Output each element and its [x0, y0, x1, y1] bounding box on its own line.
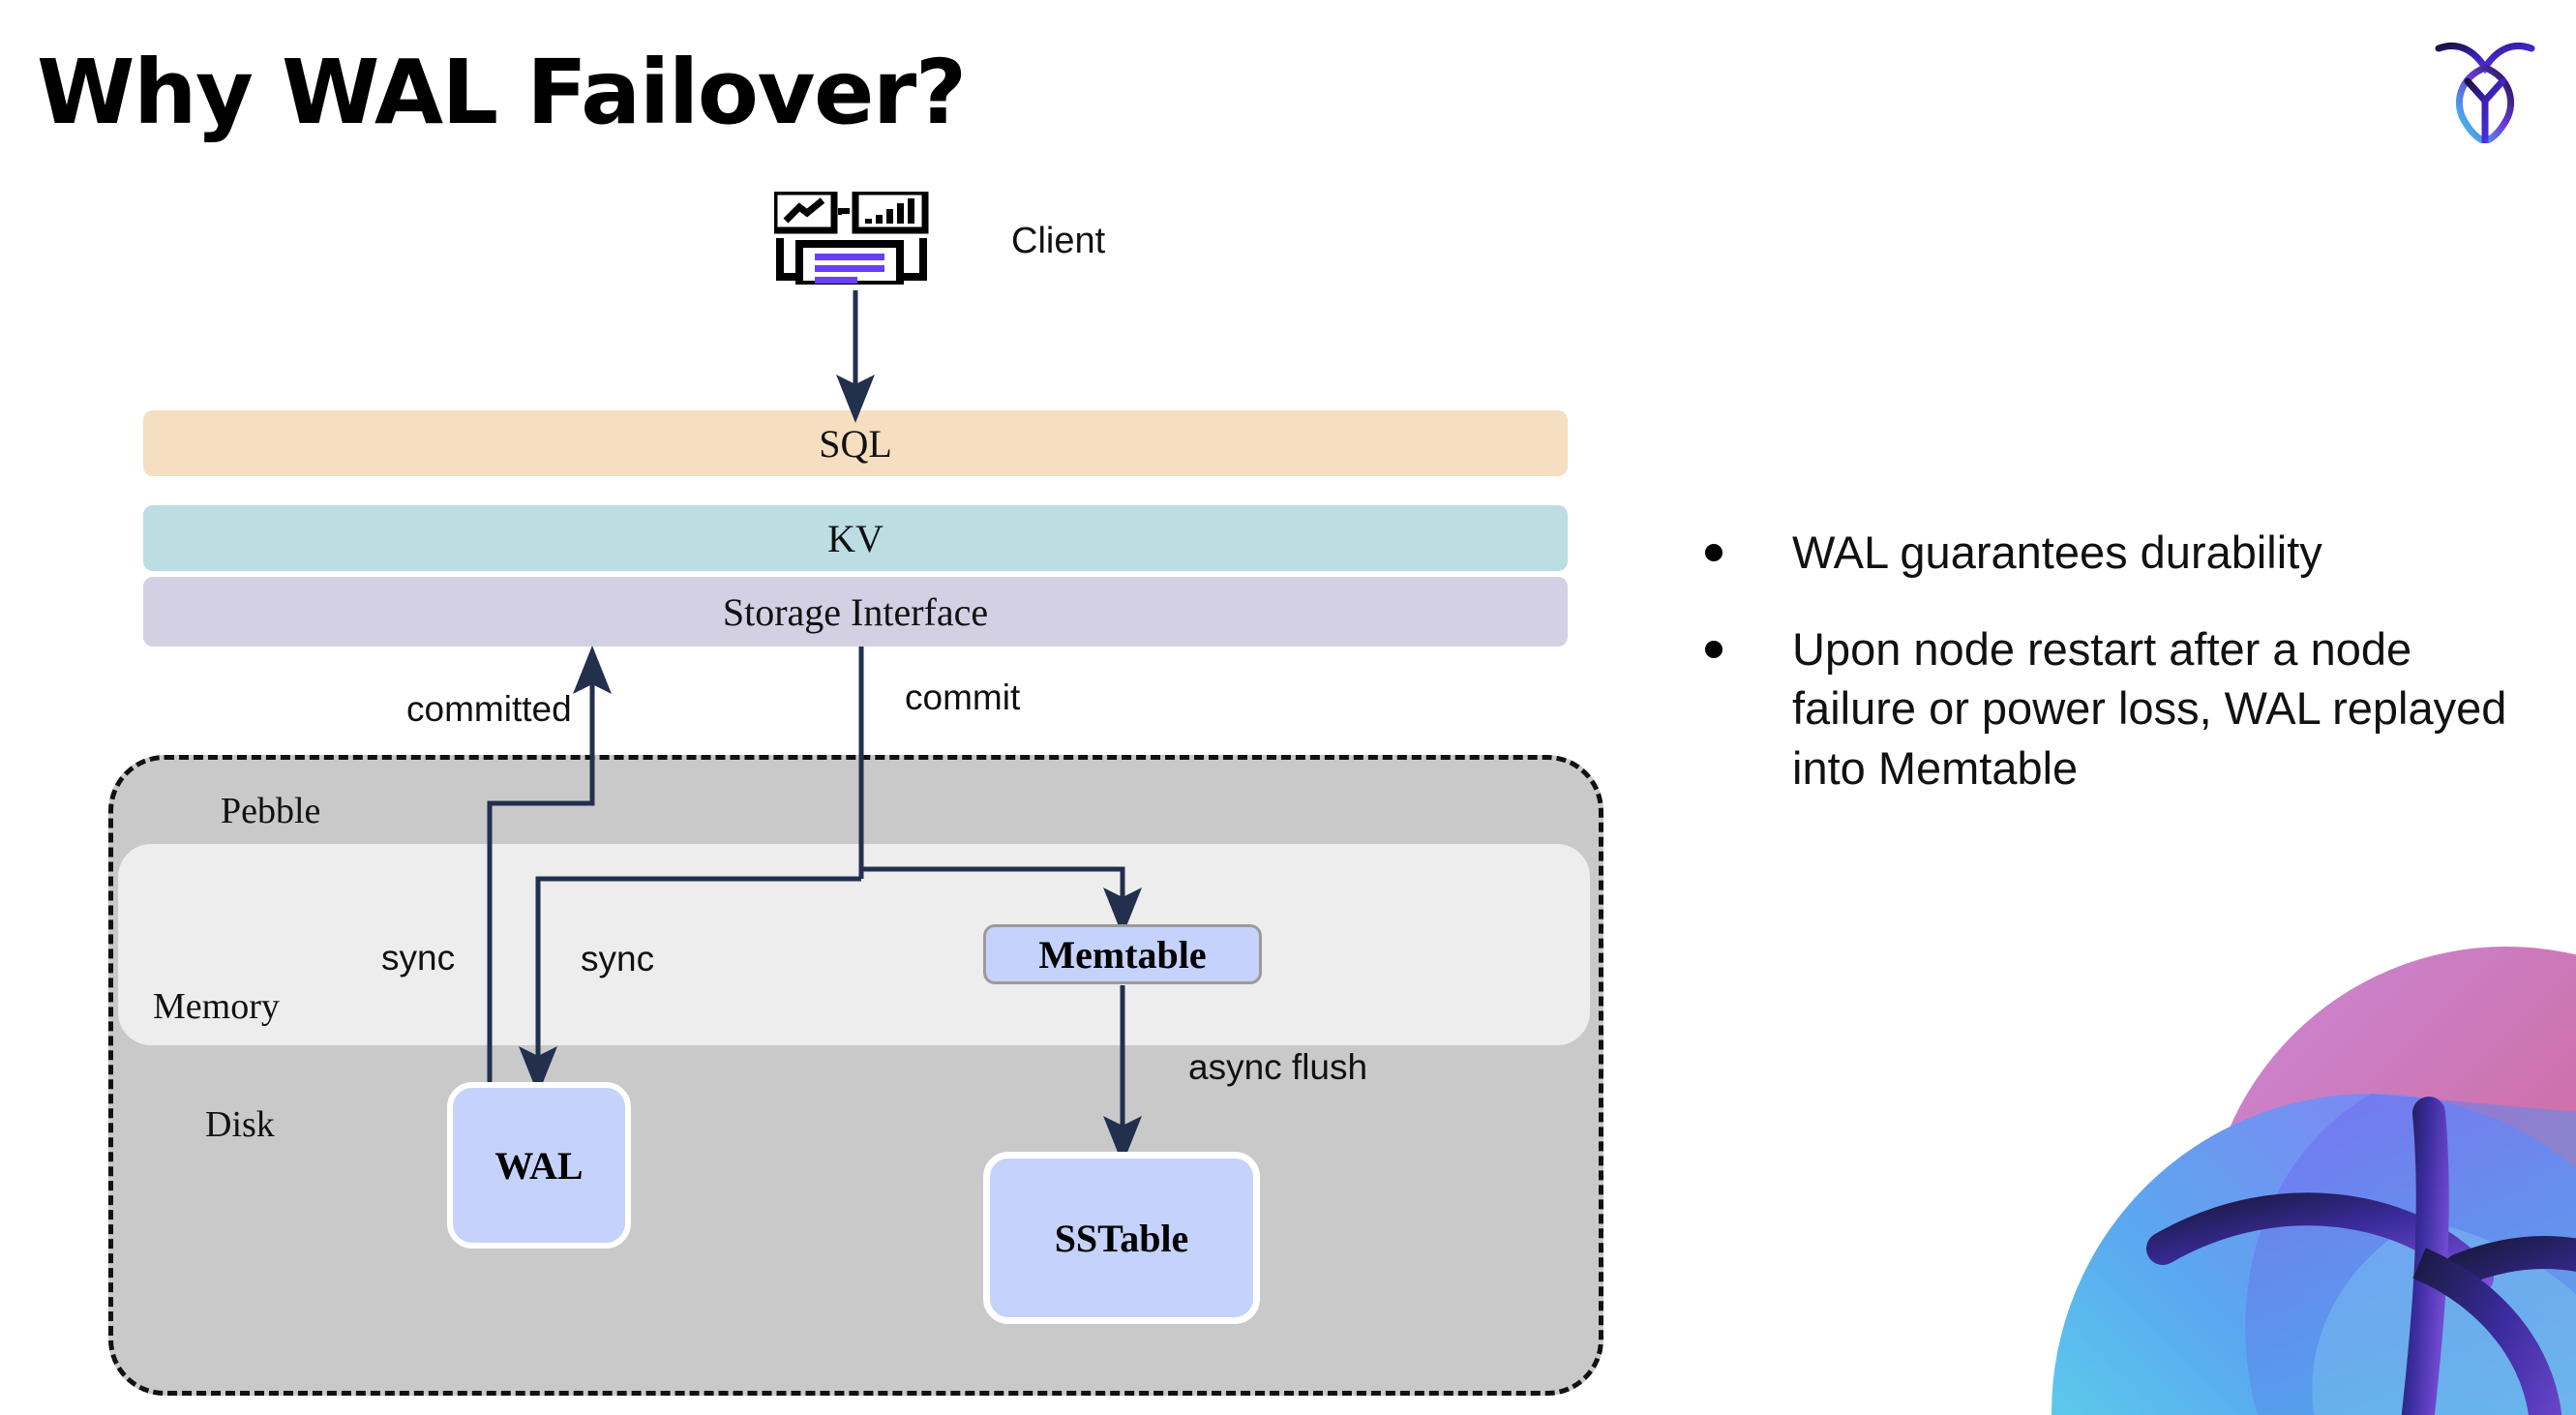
node-wal: WAL — [447, 1082, 631, 1249]
node-sstable-label: SSTable — [1054, 1216, 1189, 1260]
layer-bar-kv: KV — [143, 505, 1568, 571]
list-item: Upon node restart after a node failure o… — [1705, 619, 2537, 798]
edge-label-committed: committed — [406, 689, 572, 729]
cockroachdb-watermark-icon — [2052, 947, 2576, 1415]
page-title: Why WAL Failover? — [37, 41, 967, 144]
layer-bar-sql: SQL — [143, 410, 1568, 476]
layer-bar-storage-interface-label: Storage Interface — [722, 589, 989, 634]
edge-label-sync-1: sync — [381, 938, 456, 978]
node-memtable: Memtable — [983, 924, 1262, 984]
edge-label-async-flush: async flush — [1188, 1047, 1368, 1087]
edge-label-sync-2: sync — [581, 939, 655, 978]
node-wal-label: WAL — [494, 1143, 584, 1188]
bullet-text: WAL guarantees durability — [1792, 527, 2322, 578]
bullet-text: Upon node restart after a node failure o… — [1792, 622, 2507, 794]
memory-region — [118, 844, 1590, 1045]
client-dashboard-icon — [774, 192, 929, 285]
memory-label: Memory — [153, 986, 280, 1027]
pebble-label: Pebble — [221, 791, 321, 831]
cockroachdb-logo-icon — [2435, 43, 2535, 143]
client-label: Client — [1011, 221, 1106, 261]
layer-bar-sql-label: SQL — [819, 421, 892, 466]
node-sstable: SSTable — [983, 1152, 1260, 1324]
node-memtable-label: Memtable — [1038, 932, 1207, 977]
bullet-list: WAL guarantees durability Upon node rest… — [1705, 523, 2537, 834]
layer-bar-kv-label: KV — [827, 516, 884, 560]
bullet-dot-icon — [1705, 544, 1722, 561]
edge-label-commit: commit — [905, 677, 1021, 717]
bullet-dot-icon — [1705, 640, 1722, 658]
disk-label: Disk — [205, 1104, 275, 1145]
list-item: WAL guarantees durability — [1705, 523, 2537, 583]
layer-bar-storage-interface: Storage Interface — [143, 577, 1568, 647]
